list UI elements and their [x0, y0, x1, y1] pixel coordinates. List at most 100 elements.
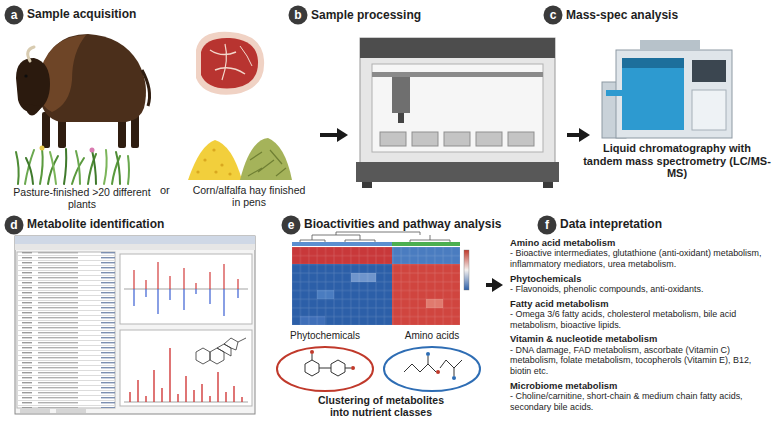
letter-circle-shape	[544, 6, 563, 25]
software-screenshot-part	[120, 254, 252, 324]
hay-pile-part	[248, 150, 286, 176]
pasture-grass-part	[50, 152, 56, 184]
class-ellipse: Phytochemicals	[275, 330, 375, 394]
section-body: - Flavonoids, phenolic compounds, anti-o…	[510, 284, 772, 295]
heatmap-part	[464, 250, 469, 290]
liquid-handler-machine-part	[362, 182, 372, 188]
panel-letter-text: d	[4, 215, 24, 235]
panel-title: Sample acquisition	[27, 7, 136, 21]
liquid-handler-machine-part	[444, 132, 470, 146]
bison-illustration-part	[16, 58, 50, 112]
panel-subtitle: Clustering of metabolites into nutrient …	[310, 394, 452, 418]
corn-pile	[188, 140, 242, 180]
steak-illustration-part	[196, 32, 264, 95]
liquid-handler-machine-part	[392, 77, 410, 113]
molecule-ring	[331, 360, 345, 376]
class-label: Amino acids	[382, 330, 482, 342]
software-screenshot-part	[134, 262, 238, 289]
software-screenshot-part-part	[196, 348, 210, 364]
flow-arrow	[486, 278, 503, 292]
arrow-head	[492, 278, 503, 292]
liquid-handler-machine-part	[372, 72, 543, 77]
corn-pile-part	[203, 158, 206, 161]
software-screenshot-part	[17, 252, 115, 408]
mass-spectrometer-part	[692, 60, 726, 82]
mass-spectrometer	[602, 40, 732, 138]
liquid-handler-machine-part	[543, 182, 553, 188]
molecule-atom	[436, 370, 440, 374]
pasture-grass	[16, 146, 129, 185]
liquid-handler-machine-part	[372, 64, 543, 152]
software-screenshot-part	[17, 252, 115, 408]
pasture-grass-part	[40, 148, 43, 184]
section-body: - Omega 3/6 fatty acids, cholesterol met…	[510, 309, 772, 330]
software-screenshot-part	[56, 409, 86, 413]
caption-label: Corn/alfalfa hay finished in pens	[190, 184, 308, 208]
panel-title: Metabolite identification	[27, 217, 164, 231]
software-screenshot-part	[130, 348, 242, 402]
interpretation-list: Amino acid metabolism- Bioactive interme…	[510, 237, 772, 416]
letter-circle-shape	[289, 6, 308, 25]
mass-spectrometer-part	[606, 90, 622, 96]
steak-illustration-part	[240, 46, 252, 66]
mass-spectrometer-part	[640, 40, 700, 50]
heatmap-part	[292, 242, 392, 246]
bison-illustration-part	[142, 70, 150, 106]
arrow-shaft	[486, 283, 493, 287]
letter-circle-shape	[538, 216, 557, 235]
panel-region: Amino acid metabolism- Bioactive interme…	[505, 212, 777, 421]
pasture-grass-part	[90, 148, 95, 153]
panel-letter: a	[4, 5, 24, 25]
panel-letter: d	[4, 215, 24, 235]
bison-illustration-part	[28, 47, 34, 61]
class-ellipse-shape	[384, 347, 480, 391]
pasture-grass-part	[40, 146, 45, 151]
pasture-grass-part	[104, 150, 107, 184]
molecule-bond	[428, 356, 454, 376]
letter-circle-shape	[5, 6, 24, 25]
liquid-handler-machine-part	[360, 38, 555, 178]
steak-illustration-part	[210, 50, 236, 55]
pasture-grass-part	[16, 152, 19, 184]
arrow-shaft	[320, 133, 338, 137]
software-screenshot-part-part	[224, 338, 238, 350]
mass-spectrometer-part	[616, 50, 732, 138]
heatmap-part	[292, 247, 460, 325]
pasture-grass-part	[26, 158, 33, 184]
molecule-sketch	[404, 352, 462, 380]
bison-illustration-part	[24, 74, 27, 77]
class-ellipse-shape	[277, 347, 373, 391]
corn-pile-part	[214, 170, 217, 173]
software-screenshot-part	[15, 236, 255, 244]
letter-circle-shape	[5, 216, 24, 235]
software-screenshot-part	[134, 289, 238, 316]
software-screenshot-part-part	[217, 344, 231, 356]
section-heading: Vitamin & nucleotide metabolism	[510, 333, 772, 344]
liquid-handler-machine-part	[508, 132, 534, 146]
panel-title: Sample processing	[311, 8, 421, 22]
hay-pile	[240, 138, 292, 180]
corn-pile-part	[188, 140, 242, 180]
mass-spectrometer-part	[692, 90, 726, 130]
pasture-grass-part	[64, 149, 66, 184]
molecule-atom	[310, 350, 314, 354]
arrow-shaft	[567, 133, 580, 137]
panel-region: Sample acquisitiona	[0, 0, 318, 215]
molecule-atom	[426, 352, 430, 356]
section-body: - Bioactive intermediates, glutathione (…	[510, 248, 772, 269]
steak-illustration-part	[222, 44, 226, 80]
panel-letter-text: f	[537, 215, 557, 235]
panel-letter: e	[281, 215, 301, 235]
panel-letter-text: a	[4, 5, 24, 25]
molecule-atom	[351, 366, 355, 370]
panel-letter-text: c	[543, 5, 563, 25]
panel-title: Data intepretation	[560, 217, 662, 231]
hay-pile-part	[240, 138, 292, 180]
mass-spectrometer-part	[622, 58, 684, 68]
molecule-bond	[312, 354, 351, 368]
arrow-head	[579, 128, 590, 142]
panel-letter: c	[543, 5, 563, 25]
software-screenshot-part	[196, 338, 246, 364]
panel-region: Sample processingb	[350, 30, 565, 200]
